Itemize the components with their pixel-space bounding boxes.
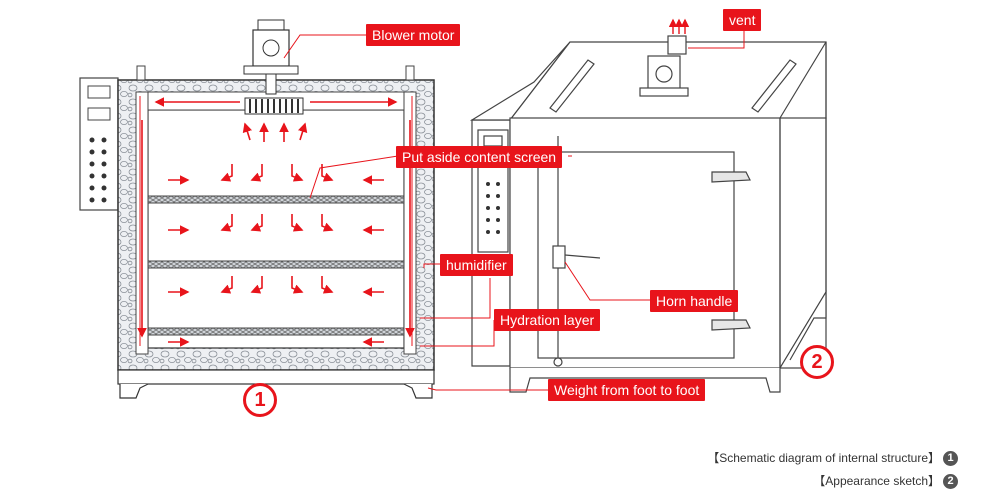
marker-1: 1 bbox=[243, 383, 277, 417]
legend-schematic: 【Schematic diagram of internal structure… bbox=[707, 450, 958, 467]
content-screen-2 bbox=[147, 260, 405, 269]
internal-structure-drawing bbox=[79, 19, 435, 399]
control-panel-left bbox=[79, 77, 119, 211]
legend-appearance-num: 2 bbox=[943, 474, 958, 490]
base-frame bbox=[117, 369, 435, 385]
legend-appearance: 【Appearance sketch】2 bbox=[813, 473, 958, 490]
marker-2: 2 bbox=[800, 345, 834, 379]
legend-schematic-num: 1 bbox=[943, 451, 958, 467]
callout-content-screen: Put aside content screen bbox=[396, 146, 563, 168]
callout-vent: vent bbox=[723, 9, 762, 31]
inner-chamber bbox=[147, 109, 405, 349]
content-screen-1 bbox=[147, 195, 405, 204]
airflow-arrows bbox=[137, 97, 415, 347]
appearance-drawing bbox=[469, 35, 827, 393]
vent-steam-arrows bbox=[668, 18, 690, 34]
legend-schematic-text: 【Schematic diagram of internal structure… bbox=[707, 451, 940, 465]
callout-humidifier: humidifier bbox=[440, 254, 513, 276]
legend-appearance-text: 【Appearance sketch】 bbox=[813, 474, 940, 488]
right-foot bbox=[403, 383, 433, 399]
callout-weight-foot: Weight from foot to foot bbox=[548, 379, 706, 401]
callout-blower-motor: Blower motor bbox=[366, 24, 461, 46]
blower-motor bbox=[243, 19, 304, 115]
callout-horn-handle: Horn handle bbox=[650, 290, 739, 312]
left-foot bbox=[119, 383, 149, 399]
content-screen-3 bbox=[147, 327, 405, 336]
callout-hydration-layer: Hydration layer bbox=[494, 309, 601, 331]
